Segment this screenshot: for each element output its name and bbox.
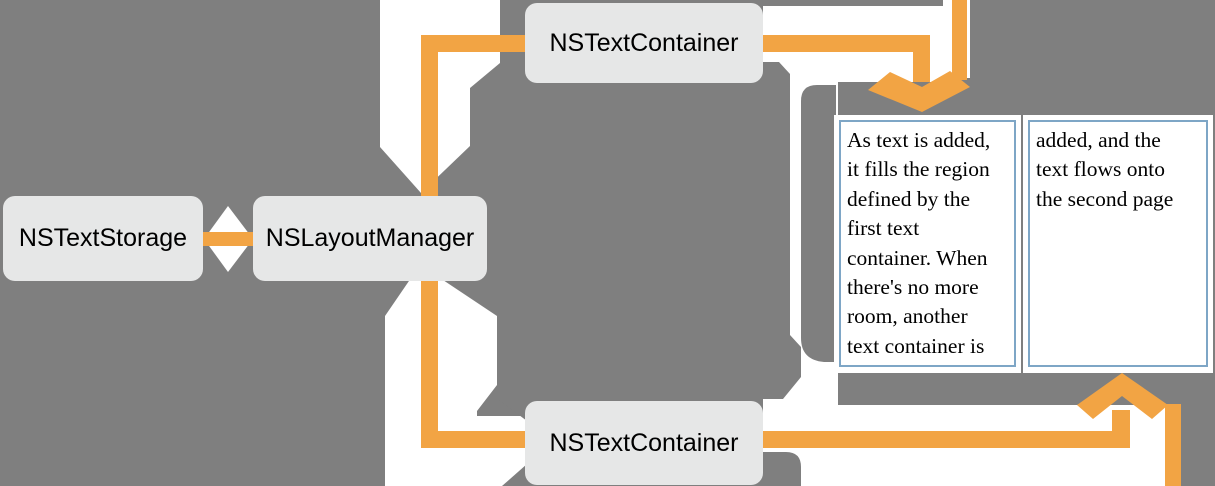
gray-wedge-bottom-container-bottomleft (502, 464, 527, 486)
page-text-line: room, another (847, 304, 968, 329)
page-text-line: the second page (1036, 186, 1174, 211)
page-2: added, and the text flows onto the second … (1023, 115, 1213, 373)
page-text-line: text container is (847, 333, 985, 358)
page-2-text: added, and the text flows onto the second … (1036, 126, 1204, 214)
orange-link-top-container-page1 (761, 35, 930, 82)
page-text-line: container. When (847, 245, 988, 270)
page-text-line: first text (847, 216, 920, 241)
page-text-line: it fills the region (847, 157, 990, 182)
gray-notch-below-bottom-container (763, 452, 801, 486)
node-nstextstorage: NSTextStorage (3, 196, 203, 281)
page-1: As text is added, it fills the region defi… (834, 115, 1021, 373)
orange-stem-from-top-edge (952, 0, 967, 80)
node-nslayoutmanager-label: NSLayoutManager (265, 224, 475, 252)
gray-island-beside-page1 (801, 85, 836, 362)
white-arrow-layoutmanager-to-bottom-container (385, 278, 527, 486)
gray-island-left-of-page1 (763, 62, 801, 399)
node-nslayoutmanager: NSLayoutManager (253, 196, 487, 281)
orange-stem-from-bottom-edge (1165, 404, 1181, 486)
orange-link-bottom-container-page2 (761, 410, 1130, 448)
page-text-line: added, and the (1036, 128, 1161, 152)
page-1-text: As text is added, it fills the region defi… (847, 126, 1012, 361)
orange-link-layoutmanager-top-container (421, 35, 527, 197)
page-2-text-area: added, and the text flows onto the second … (1028, 120, 1208, 367)
page-text-line: text flows onto (1036, 157, 1165, 182)
orange-link-layoutmanager-bottom-container (421, 278, 529, 448)
page-text-line: there's no more (847, 275, 979, 300)
page-text-line: defined by the (847, 186, 970, 211)
white-arrow-container-to-layoutmanager (380, 0, 500, 193)
orange-link-storage-layoutmanager (203, 232, 253, 246)
gray-wedge-bottom-container-topleft (499, 400, 527, 421)
node-nstextcontainer-bottom: NSTextContainer (525, 401, 763, 485)
node-nstextcontainer-top: NSTextContainer (525, 3, 763, 83)
node-nstextcontainer-bottom-label: NSTextContainer (549, 428, 739, 457)
node-nstextstorage-label: NSTextStorage (18, 224, 188, 252)
node-nstextcontainer-top-label: NSTextContainer (549, 28, 739, 57)
page-text-line: As text is added, (847, 128, 991, 152)
orange-arrowhead-down-page1 (868, 71, 970, 112)
page-1-text-area: As text is added, it fills the region defi… (839, 120, 1016, 367)
orange-arrowhead-up-page2 (1077, 373, 1168, 419)
